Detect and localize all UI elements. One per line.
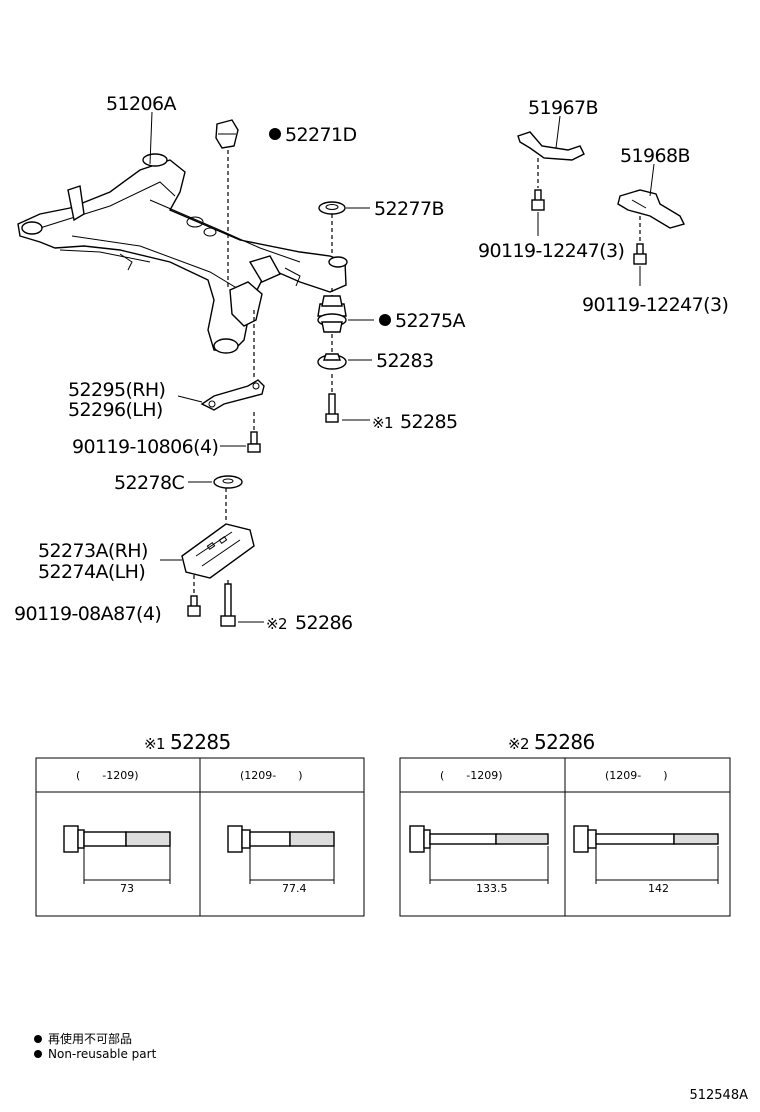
label-52285: 52285 [400, 411, 457, 433]
dim-133-5: 133.5 [476, 882, 508, 895]
bolt-142 [573, 825, 719, 884]
legend-note-en: Non-reusable part [34, 1047, 156, 1061]
bolt-133-5 [409, 825, 549, 884]
table-1-col2: (1209- ) [240, 769, 303, 782]
label-90119-12247-b: 90119-12247(3) [582, 294, 728, 316]
figure-code: 512548A [689, 1088, 748, 1103]
table-1-title: 52285 [170, 730, 231, 754]
label-52277B: 52277B [374, 198, 444, 220]
table-52285: ※1 52285 ( -1209) (1209- ) 73 77. [35, 730, 365, 917]
table-1-col1: ( -1209) [76, 769, 139, 782]
legend-note-jp: 再使用不可部品 [34, 1030, 132, 1047]
non-reusable-dot [269, 128, 281, 140]
label-51206A: 51206A [106, 93, 176, 115]
dim-77-4: 77.4 [282, 882, 307, 895]
part-52275A [317, 295, 347, 333]
label-52286: 52286 [295, 612, 352, 634]
part-51968B [617, 189, 686, 229]
part-90119-08A87 [187, 595, 201, 617]
part-52286 [220, 583, 236, 627]
label-52278C: 52278C [114, 472, 184, 494]
bolt-73 [63, 825, 171, 884]
dim-73: 73 [120, 882, 134, 895]
mark-2: ※2 [266, 615, 287, 633]
label-90119-08A87: 90119-08A87(4) [14, 603, 161, 625]
part-52283 [317, 353, 347, 370]
table-2-col2: (1209- ) [605, 769, 668, 782]
part-90119-10806 [247, 431, 261, 453]
label-51968B: 51968B [620, 145, 690, 167]
label-51967B: 51967B [528, 97, 598, 119]
label-52271D: 52271D [285, 124, 356, 146]
legend-jp-text: 再使用不可部品 [48, 1032, 133, 1046]
label-52275A: 52275A [395, 310, 465, 332]
non-reusable-dot [34, 1035, 42, 1043]
non-reusable-dot [379, 314, 391, 326]
part-52278C [213, 475, 243, 489]
label-52273A: 52273A(RH) [38, 540, 148, 562]
part-52277B [318, 201, 346, 215]
bolt-77-4 [227, 825, 335, 884]
label-90119-10806: 90119-10806(4) [72, 436, 218, 458]
part-52285 [325, 393, 339, 423]
label-52296: 52296(LH) [68, 399, 163, 421]
legend-en-text: Non-reusable part [48, 1047, 157, 1061]
table-1-mark: ※1 [144, 735, 165, 753]
part-52273A-52274A [181, 523, 255, 579]
label-52295: 52295(RH) [68, 379, 165, 401]
part-90119-12247-a [531, 189, 545, 211]
table-2-mark: ※2 [508, 735, 529, 753]
mark-1: ※1 [372, 414, 393, 432]
table-2-title: 52286 [534, 730, 595, 754]
part-52271D [215, 119, 239, 149]
part-90119-12247-b [633, 243, 647, 265]
part-51967B [517, 131, 585, 161]
label-52274A: 52274A(LH) [38, 561, 145, 583]
non-reusable-dot [34, 1050, 42, 1058]
label-90119-12247-a: 90119-12247(3) [478, 240, 624, 262]
subframe-51206A [17, 111, 348, 354]
dim-142: 142 [648, 882, 669, 895]
part-52295-52296 [200, 379, 265, 411]
table-2-col1: ( -1209) [440, 769, 503, 782]
label-52283: 52283 [376, 350, 433, 372]
table-52286: ※2 52286 ( -1209) (1209- ) 133.5 [399, 730, 731, 917]
